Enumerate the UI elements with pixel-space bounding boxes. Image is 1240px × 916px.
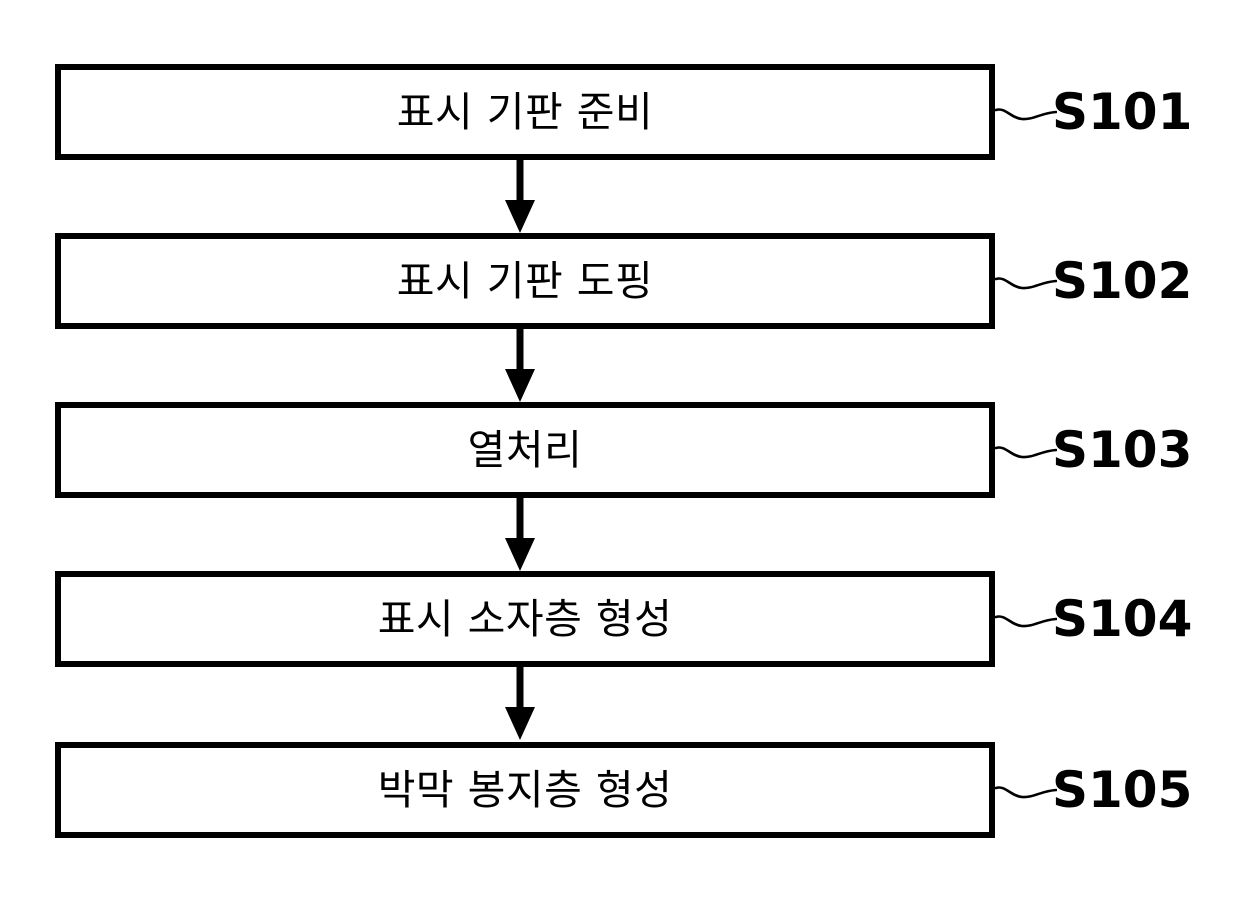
process-box-label: 표시 기판 도핑 bbox=[396, 256, 654, 305]
reference-numeral-s101: S101 bbox=[1052, 83, 1193, 141]
reference-numeral-s103: S103 bbox=[1052, 421, 1193, 479]
connector-arrow-s103-s104 bbox=[505, 498, 535, 571]
reference-numeral-s104: S104 bbox=[1052, 590, 1193, 648]
process-box-label: 표시 기판 준비 bbox=[396, 87, 654, 136]
process-box-label: 열처리 bbox=[467, 425, 583, 474]
leader-line-s101 bbox=[995, 108, 1057, 121]
flow-step-1: 표시 기판 준비 S101 bbox=[0, 64, 1240, 160]
connector-arrow-s104-s105 bbox=[505, 667, 535, 740]
leader-line-s102 bbox=[995, 277, 1057, 290]
process-box-s105[interactable]: 박막 봉지층 형성 bbox=[55, 742, 995, 838]
leader-line-s103 bbox=[995, 446, 1057, 459]
process-box-s101[interactable]: 표시 기판 준비 bbox=[55, 64, 995, 160]
reference-numeral-s105: S105 bbox=[1052, 761, 1193, 819]
leader-line-s105 bbox=[995, 786, 1057, 799]
flow-step-2: 표시 기판 도핑 S102 bbox=[0, 233, 1240, 329]
process-box-label: 표시 소자층 형성 bbox=[377, 594, 673, 643]
connector-arrow-s101-s102 bbox=[505, 160, 535, 233]
process-box-s103[interactable]: 열처리 bbox=[55, 402, 995, 498]
process-box-s102[interactable]: 표시 기판 도핑 bbox=[55, 233, 995, 329]
flow-step-5: 박막 봉지층 형성 S105 bbox=[0, 742, 1240, 838]
process-box-s104[interactable]: 표시 소자층 형성 bbox=[55, 571, 995, 667]
leader-line-s104 bbox=[995, 615, 1057, 628]
flow-step-4: 표시 소자층 형성 S104 bbox=[0, 571, 1240, 667]
process-box-label: 박막 봉지층 형성 bbox=[377, 765, 673, 814]
flow-step-3: 열처리 S103 bbox=[0, 402, 1240, 498]
reference-numeral-s102: S102 bbox=[1052, 252, 1193, 310]
connector-arrow-s102-s103 bbox=[505, 329, 535, 402]
